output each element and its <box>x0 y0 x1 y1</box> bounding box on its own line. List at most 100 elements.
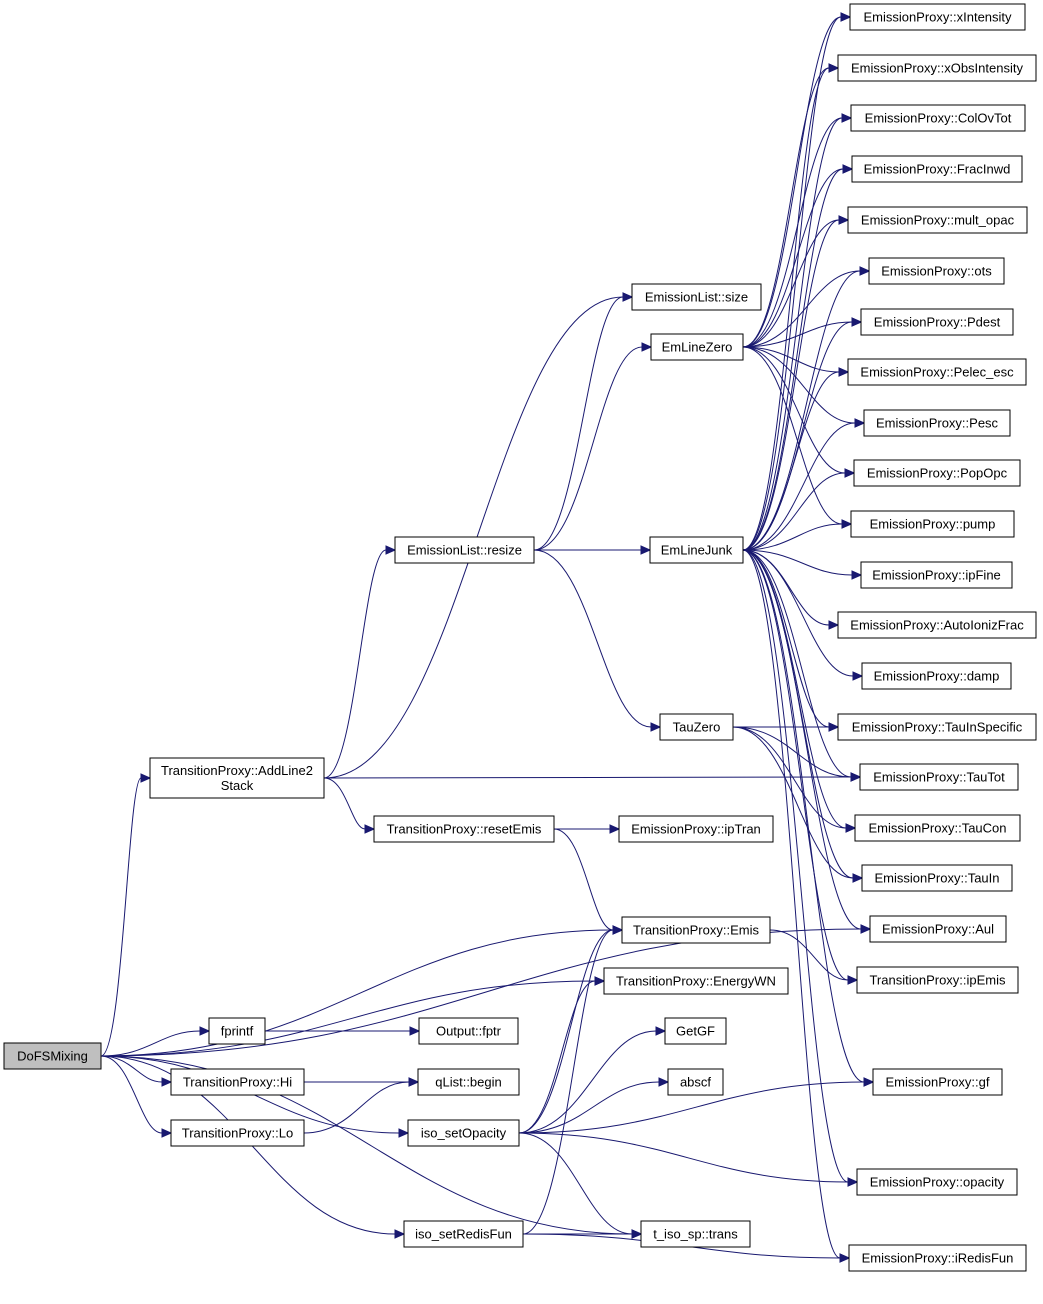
node-box <box>868 257 1005 285</box>
node-ipemis[interactable]: TransitionProxy::ipEmis <box>856 966 1019 994</box>
node-ots[interactable]: EmissionProxy::ots <box>868 257 1005 285</box>
node-isoop[interactable]: iso_setOpacity <box>407 1119 520 1147</box>
node-fptr[interactable]: Output::fptr <box>418 1017 519 1045</box>
node-emjunk[interactable]: EmLineJunk <box>649 536 744 564</box>
node-temis[interactable]: TransitionProxy::Emis <box>621 916 771 944</box>
edge-line <box>742 270 861 551</box>
node-tauzero[interactable]: TauZero <box>659 713 734 741</box>
node-pump[interactable]: EmissionProxy::pump <box>850 510 1015 538</box>
node-box <box>417 1068 520 1096</box>
node-label: EmissionProxy::AutoIonizFrac <box>850 618 1024 633</box>
edge-emjunk-to-colov <box>742 113 853 551</box>
edge-emjunk-to-fracin <box>742 164 854 551</box>
edge-dofs-to-addline <box>100 773 152 1057</box>
arrowhead-icon <box>842 164 854 174</box>
edge-reset-to-temis <box>553 828 624 935</box>
arrowhead-icon <box>828 63 840 73</box>
node-size[interactable]: EmissionList::size <box>631 283 762 311</box>
node-box <box>373 815 555 843</box>
edge-emzero-to-pump <box>742 346 853 529</box>
node-tauin[interactable]: EmissionProxy::TauIn <box>861 864 1013 892</box>
node-abscf[interactable]: abscf <box>667 1068 724 1096</box>
edge-line <box>742 549 849 1183</box>
arrowhead-icon <box>859 266 871 276</box>
edge-isoop-to-abscf <box>518 1077 670 1134</box>
arrowhead-icon <box>828 722 840 732</box>
node-tautot[interactable]: EmissionProxy::TauTot <box>859 763 1019 791</box>
node-box <box>837 54 1037 82</box>
node-iptran[interactable]: EmissionProxy::ipTran <box>618 815 774 843</box>
node-gf[interactable]: EmissionProxy::gf <box>872 1068 1003 1096</box>
node-box <box>603 967 789 995</box>
edge-line <box>742 371 840 551</box>
arrowhead-icon <box>385 545 397 555</box>
edge-line <box>742 549 852 778</box>
node-box <box>856 1168 1018 1196</box>
edge-line <box>742 523 843 551</box>
arrowhead-icon <box>640 545 652 555</box>
edge-line <box>518 1081 660 1134</box>
edge-dofs-to-energy <box>100 976 606 1057</box>
arrowhead-icon <box>394 1229 406 1239</box>
node-box <box>850 104 1026 132</box>
edge-line <box>732 726 847 829</box>
node-dofs[interactable]: DoFSMixing <box>3 1042 102 1070</box>
edge-line <box>742 549 854 677</box>
node-reset[interactable]: TransitionProxy::resetEmis <box>373 815 555 843</box>
arrowhead-icon <box>851 570 863 580</box>
node-getgf[interactable]: GetGF <box>664 1017 727 1045</box>
node-multop[interactable]: EmissionProxy::mult_opac <box>847 206 1028 234</box>
edge-emjunk-to-xint <box>742 12 852 551</box>
node-label: EmissionProxy::TauCon <box>869 821 1007 836</box>
node-popopc[interactable]: EmissionProxy::PopOpc <box>853 459 1021 487</box>
edge-line <box>732 726 852 778</box>
edge-line <box>522 929 614 1235</box>
edge-emjunk-to-taucon <box>742 549 857 833</box>
node-emzero[interactable]: EmLineZero <box>650 333 744 361</box>
node-label: EmissionProxy::PopOpc <box>867 466 1008 481</box>
arrowhead-icon <box>841 519 853 529</box>
node-pdest[interactable]: EmissionProxy::Pdest <box>860 308 1014 336</box>
node-taucon[interactable]: EmissionProxy::TauCon <box>854 814 1021 842</box>
arrowhead-icon <box>658 1077 670 1087</box>
arrowhead-icon <box>612 925 624 935</box>
node-autoion[interactable]: EmissionProxy::AutoIonizFrac <box>837 611 1037 639</box>
edge-line <box>742 346 856 424</box>
node-box <box>170 1119 305 1147</box>
node-label: EmissionProxy::TauIn <box>875 871 1000 886</box>
node-ipfine[interactable]: EmissionProxy::ipFine <box>860 561 1013 589</box>
node-aul[interactable]: EmissionProxy::Aul <box>869 915 1007 943</box>
edge-resize-to-size <box>533 292 634 551</box>
node-xobs[interactable]: EmissionProxy::xObsIntensity <box>837 54 1037 82</box>
edge-line <box>742 219 840 348</box>
node-label: EmissionProxy::pump <box>870 517 996 532</box>
node-iredis[interactable]: EmissionProxy::iRedisFun <box>848 1244 1027 1272</box>
node-trans[interactable]: t_iso_sp::trans <box>640 1220 751 1248</box>
node-colov[interactable]: EmissionProxy::ColOvTot <box>850 104 1026 132</box>
edge-isoop-to-getgf <box>518 1026 667 1134</box>
edge-resize-to-emjunk <box>533 545 652 555</box>
edge-isoop-to-gf <box>518 1077 875 1134</box>
node-pelec[interactable]: EmissionProxy::Pelec_esc <box>847 358 1027 386</box>
node-box <box>649 536 744 564</box>
node-pesc[interactable]: EmissionProxy::Pesc <box>863 409 1011 437</box>
node-isoredis[interactable]: iso_setRedisFun <box>403 1220 524 1248</box>
node-xint[interactable]: EmissionProxy::xIntensity <box>849 3 1026 31</box>
node-label: Stack <box>221 778 254 793</box>
node-resize[interactable]: EmissionList::resize <box>394 536 535 564</box>
node-thi[interactable]: TransitionProxy::Hi <box>170 1068 305 1096</box>
node-energy[interactable]: TransitionProxy::EnergyWN <box>603 967 789 995</box>
node-qbegin[interactable]: qList::begin <box>417 1068 520 1096</box>
arrowhead-icon <box>860 924 872 934</box>
node-label: EmissionProxy::Pelec_esc <box>860 365 1014 380</box>
node-tauinsp[interactable]: EmissionProxy::TauInSpecific <box>837 713 1037 741</box>
edge-line <box>742 321 853 551</box>
node-label: EmissionList::size <box>645 290 748 305</box>
node-fracin[interactable]: EmissionProxy::FracInwd <box>851 155 1023 183</box>
node-fprintf[interactable]: fprintf <box>208 1017 266 1045</box>
node-tlo[interactable]: TransitionProxy::Lo <box>170 1119 305 1147</box>
node-opacity[interactable]: EmissionProxy::opacity <box>856 1168 1018 1196</box>
node-damp[interactable]: EmissionProxy::damp <box>861 662 1012 690</box>
